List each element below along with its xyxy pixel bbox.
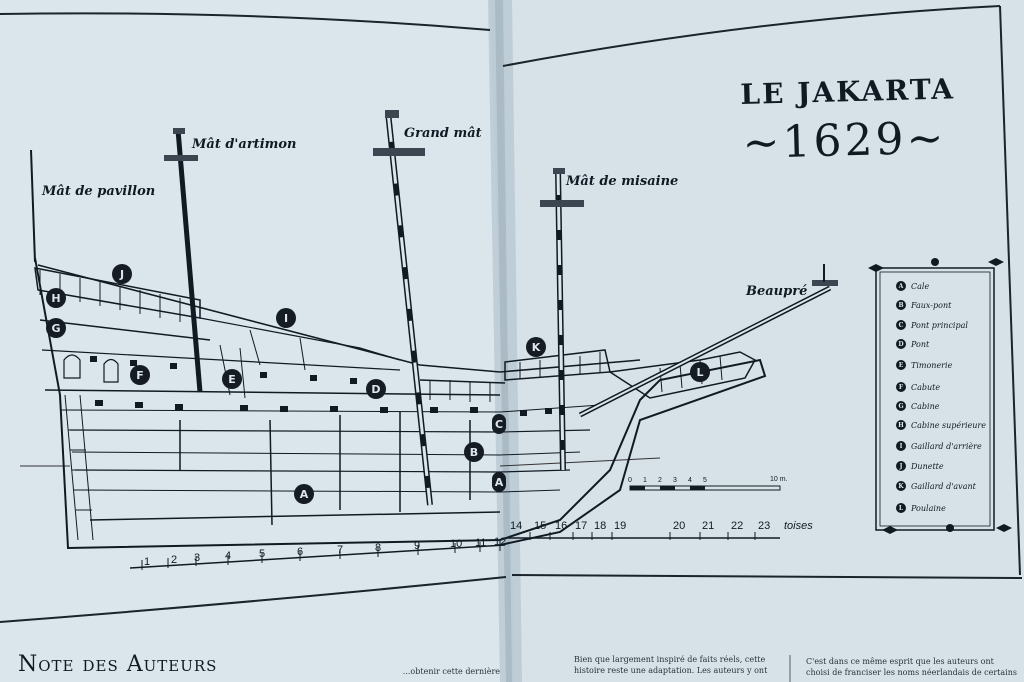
flag-mast — [30, 149, 36, 263]
ruler-tick: 1 — [144, 556, 151, 568]
marker-l: L — [690, 362, 710, 382]
ruler-tick: 12 — [494, 536, 507, 548]
body-text-left: ...obtenir cette dernière — [402, 667, 500, 676]
scale-end: 10 m. — [770, 476, 788, 483]
ruler-tick: 14 — [510, 520, 523, 532]
scale-tick: 1 — [643, 477, 647, 484]
label-mat-de-pavillon: Mât de pavillon — [42, 184, 156, 199]
marker-f: F — [130, 365, 150, 385]
ruler-tick: 15 — [534, 520, 547, 532]
label-grand-mat: Grand mât — [404, 126, 482, 141]
marker-a: A — [294, 484, 314, 504]
marker-d: D — [366, 379, 386, 399]
legend-frame — [868, 258, 1012, 534]
ruler-tick: 19 — [614, 520, 627, 532]
ruler-tick: 23 — [758, 520, 771, 532]
section-heading: Note des Auteurs — [18, 652, 218, 677]
ruler-left-line — [129, 544, 506, 569]
scale-bar — [629, 485, 781, 491]
ruler-tick: 17 — [575, 520, 588, 532]
marker-b: B — [464, 442, 484, 462]
label-mat-de-misaine: Mât de misaine — [566, 174, 679, 189]
label-beaupre: Beaupré — [746, 284, 808, 299]
scale-tick: 4 — [688, 477, 692, 484]
ruler-tick: 11 — [475, 537, 487, 549]
ship-hull — [34, 257, 767, 550]
ruler-tick: 5 — [259, 548, 266, 560]
ruler-tick: 4 — [225, 550, 232, 562]
marker-e: E — [222, 369, 242, 389]
ship-title: LE JAKARTA — [740, 72, 956, 111]
ruler-tick: 8 — [375, 542, 382, 554]
marker-k: K — [526, 337, 546, 357]
ruler-tick: 10 — [450, 538, 463, 550]
ruler-tick: 2 — [171, 554, 178, 566]
scale-tick: 5 — [703, 477, 707, 484]
label-mat-dartimon: Mât d'artimon — [192, 137, 297, 152]
ruler-tick: 18 — [594, 520, 607, 532]
marker-j: J — [112, 264, 132, 284]
ruler-tick: 16 — [555, 520, 568, 532]
body-text-col1: Bien que largement inspiré de faits réel… — [574, 655, 768, 675]
body-text-col2: C'est dans ce même esprit que les auteur… — [806, 657, 1017, 677]
scale-tick: 3 — [673, 477, 677, 484]
ruler-tick: 9 — [414, 540, 421, 552]
ruler-tick: 21 — [702, 520, 715, 532]
scale-tick: 0 — [628, 477, 632, 484]
ship-year: ~1629~ — [742, 112, 947, 169]
marker-c: C — [492, 414, 506, 434]
marker-a-bow: A — [492, 472, 506, 492]
right-page — [500, 0, 1024, 682]
mizzen-mast — [175, 129, 203, 393]
ruler-unit: toises — [784, 520, 813, 532]
scale-tick: 2 — [658, 477, 662, 484]
marker-g: G — [46, 318, 66, 338]
marker-h: H — [46, 288, 66, 308]
ruler-tick: 3 — [194, 552, 201, 564]
ruler-tick: 22 — [731, 520, 744, 532]
ruler-tick: 7 — [337, 544, 344, 556]
ruler-tick: 6 — [297, 546, 304, 558]
marker-i: I — [276, 308, 296, 328]
ruler-tick: 20 — [673, 520, 686, 532]
left-page — [0, 0, 510, 682]
